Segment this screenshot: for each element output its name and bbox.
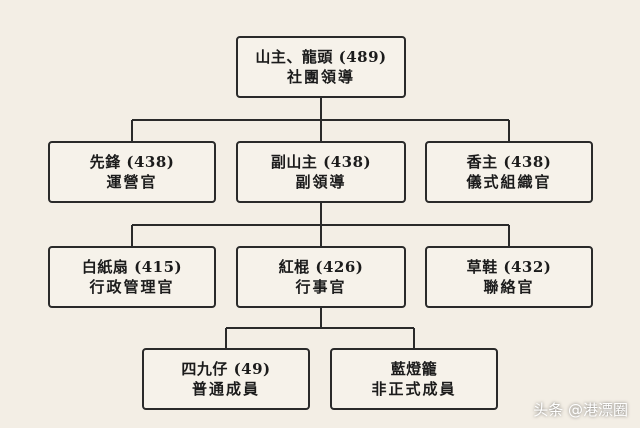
node-title: 先鋒 (438)	[89, 152, 175, 171]
node-forty-nine: 四九仔 (49) 普通成員	[142, 348, 310, 410]
node-title: 藍燈籠	[390, 359, 438, 378]
node-title: 白紙扇 (415)	[81, 257, 183, 276]
node-role: 普通成員	[191, 380, 260, 398]
node-title: 山主、龍頭 (489)	[255, 47, 387, 66]
node-role: 儀式組織官	[466, 173, 552, 191]
node-title: 草鞋 (432)	[466, 257, 552, 276]
node-role: 非正式成員	[371, 380, 457, 398]
node-vanguard: 先鋒 (438) 運營官	[48, 141, 216, 203]
node-title: 香主 (438)	[466, 152, 552, 171]
node-role: 運營官	[106, 173, 158, 191]
node-straw-sandal: 草鞋 (432) 聯絡官	[425, 246, 593, 308]
node-deputy-mountain-master: 副山主 (438) 副領導	[236, 141, 406, 203]
node-role: 行政管理官	[89, 278, 175, 296]
node-role: 聯絡官	[483, 278, 535, 296]
node-role: 行事官	[295, 278, 347, 296]
node-title: 副山主 (438)	[270, 152, 372, 171]
node-blue-lantern: 藍燈籠非正式成員	[330, 348, 498, 410]
node-mountain-master: 山主、龍頭 (489) 社團領導	[236, 36, 406, 98]
node-title: 紅棍 (426)	[278, 257, 364, 276]
node-title: 四九仔 (49)	[181, 359, 271, 378]
node-role: 社團領導	[286, 68, 355, 86]
node-red-pole: 紅棍 (426) 行事官	[236, 246, 406, 308]
watermark: 头条 @港漂圈	[533, 401, 628, 419]
node-incense-master: 香主 (438) 儀式組織官	[425, 141, 593, 203]
node-white-paper-fan: 白紙扇 (415) 行政管理官	[48, 246, 216, 308]
node-role: 副領導	[295, 173, 347, 191]
